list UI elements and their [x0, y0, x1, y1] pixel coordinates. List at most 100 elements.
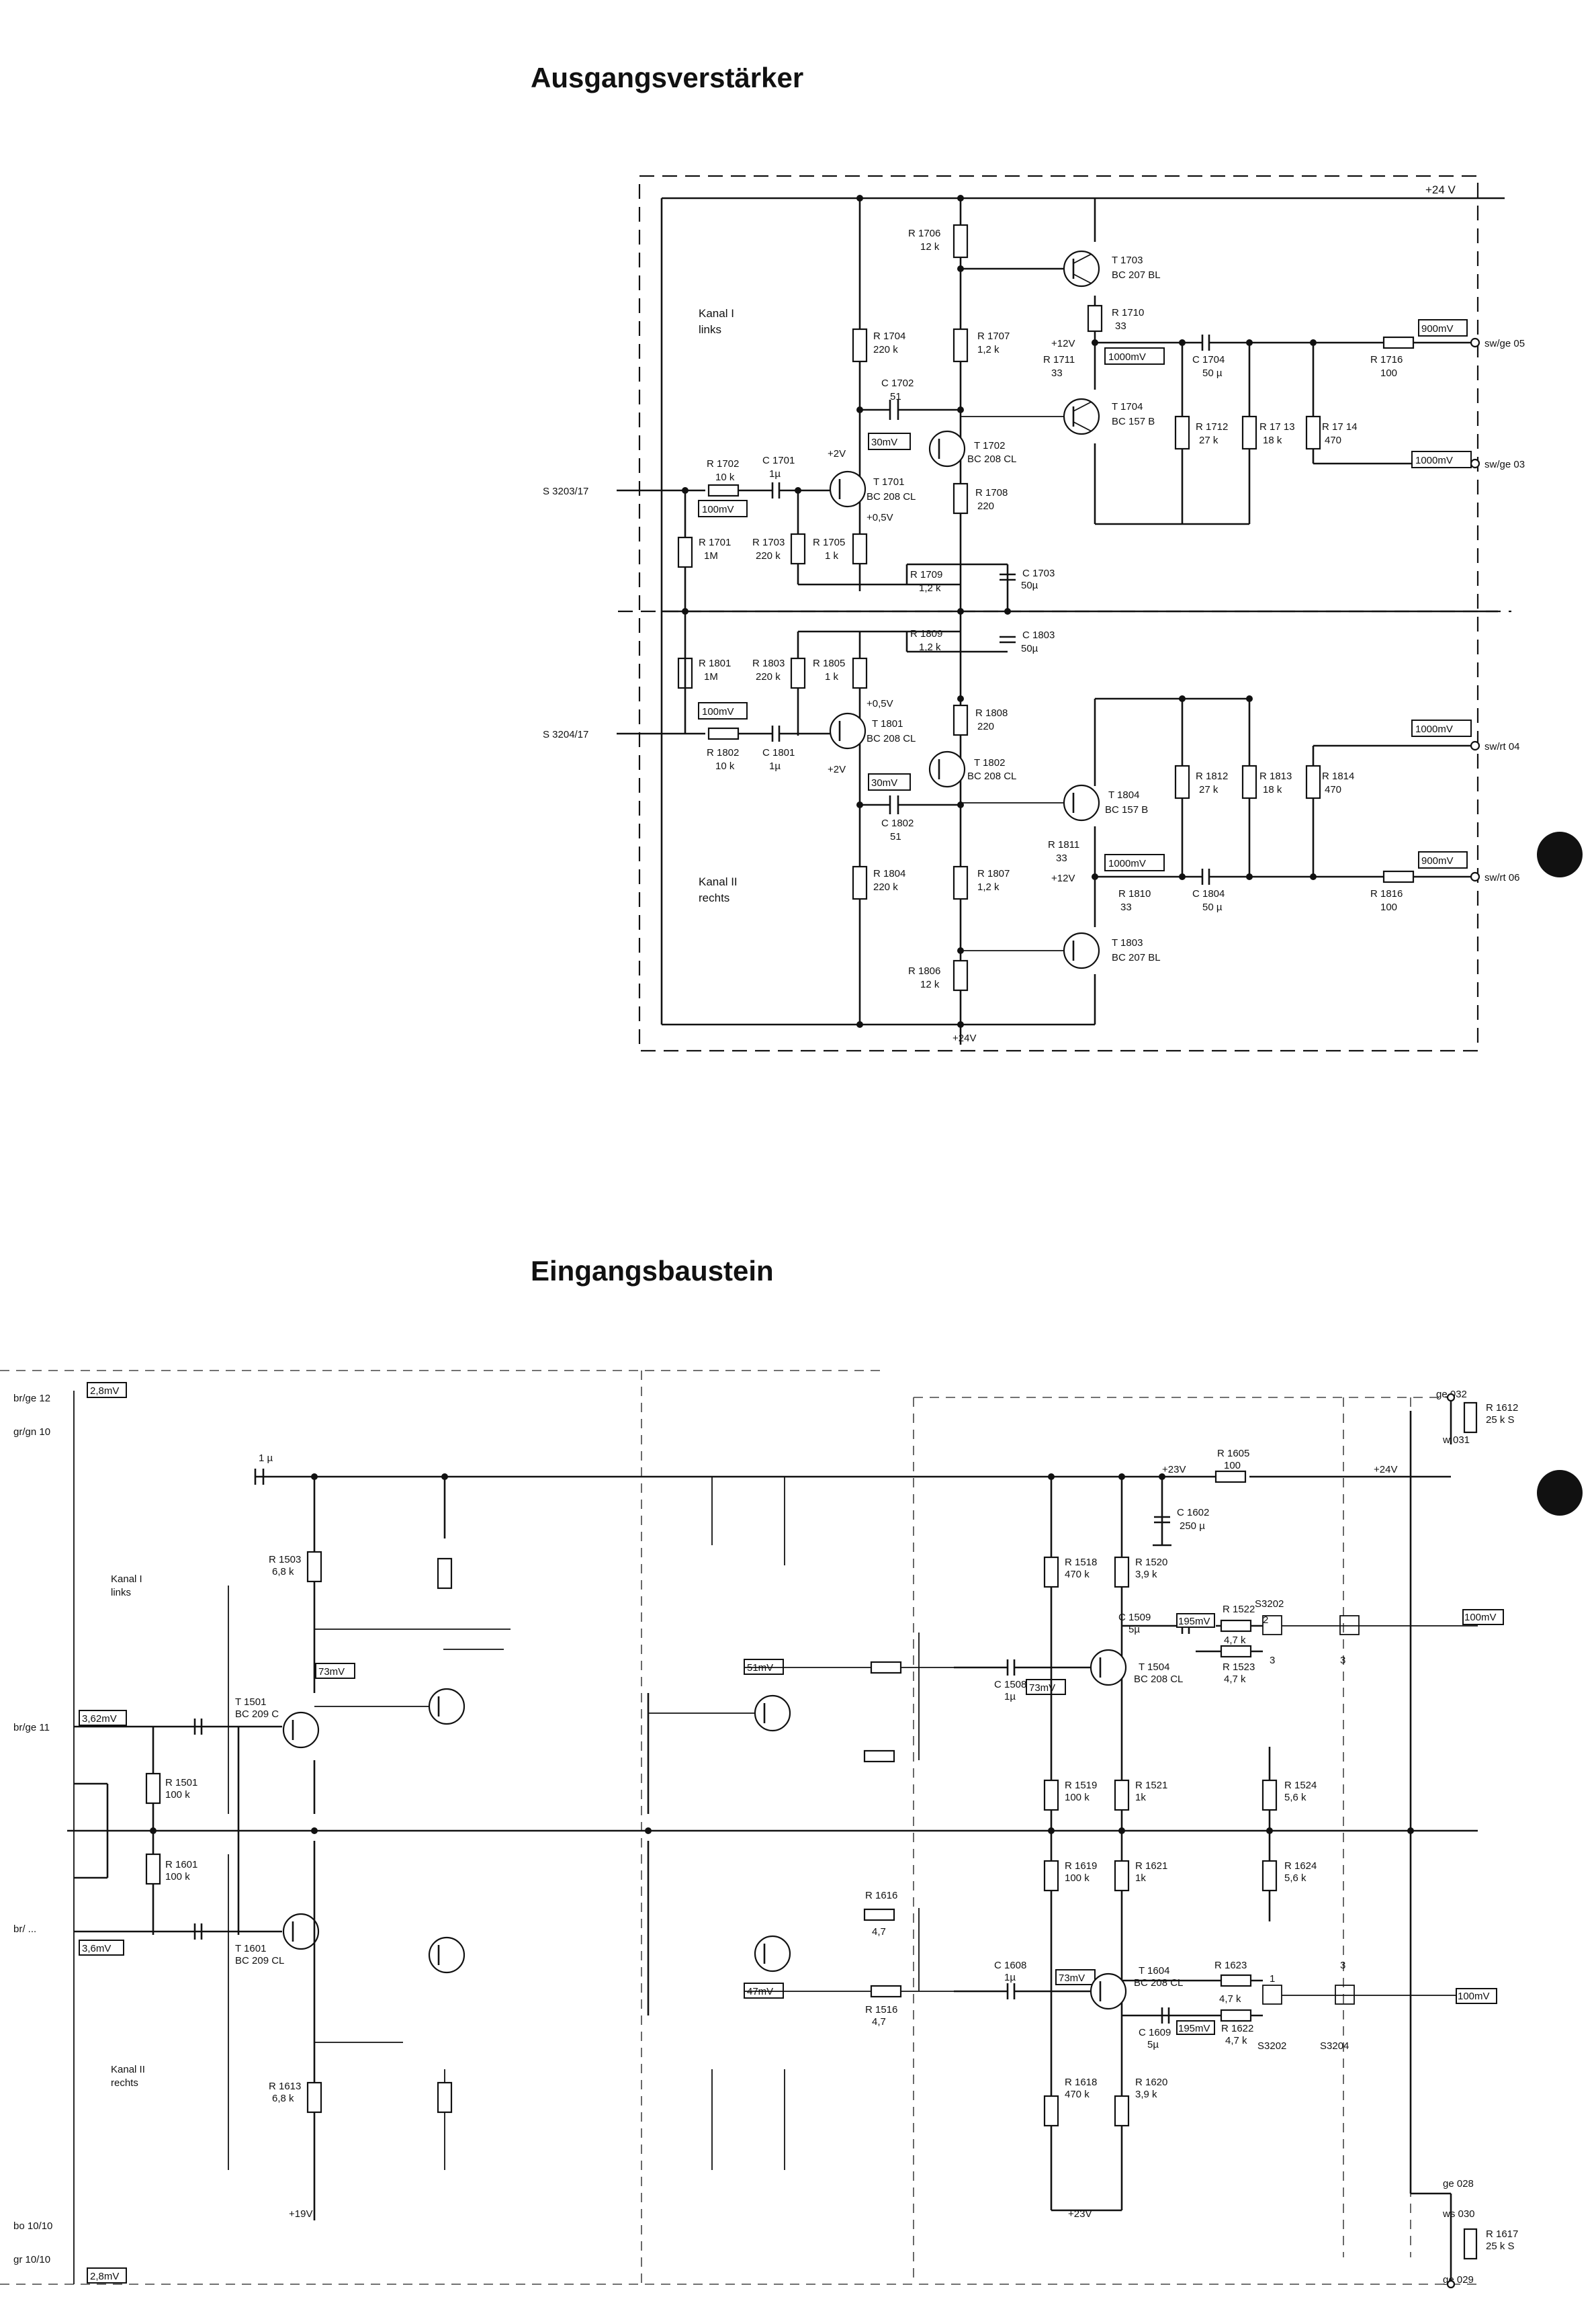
terminal-sw-rt-04[interactable] — [1470, 740, 1480, 751]
r1503-value: 6,8 k — [272, 1566, 294, 1577]
level-3-6mv: 3,6mV — [82, 1943, 111, 1954]
terminal-ge-032[interactable] — [1446, 1393, 1456, 1402]
t1803-type: BC 207 BL — [1112, 952, 1161, 963]
resistor-r1704 — [852, 328, 868, 363]
r1524-value: 5,6 k — [1284, 1792, 1306, 1803]
c1509-label: C 1509 — [1118, 1612, 1151, 1623]
r1601-label: R 1601 — [165, 1859, 197, 1870]
channel-2-side: rechts — [699, 892, 729, 904]
output-sw-ge-03: sw/ge 03 — [1484, 459, 1525, 470]
v-p2b: +2V — [828, 764, 846, 775]
c1704-value: 50 µ — [1202, 367, 1223, 379]
r1708-label: R 1708 — [975, 487, 1008, 498]
level-30mv: 30mV — [871, 437, 897, 448]
r1522-label: R 1522 — [1223, 1604, 1255, 1615]
level-100mv-in-b: 100mV — [1458, 1991, 1490, 2002]
r1701-value: 1M — [704, 550, 718, 562]
c1602-value: 250 µ — [1180, 1520, 1205, 1532]
c1802-value: 51 — [890, 831, 901, 842]
r1622-value: 4,7 k — [1225, 2035, 1247, 2046]
level-100mv-in: 100mV — [1464, 1612, 1497, 1623]
terminal-ge-029[interactable] — [1446, 2280, 1456, 2289]
r1616-label: R 1616 — [865, 1890, 897, 1901]
resistor-r1816 — [1382, 870, 1415, 883]
level-box-900mv — [1418, 319, 1468, 337]
r1621-label: R 1621 — [1135, 1860, 1167, 1872]
c1701-label: C 1701 — [762, 455, 795, 466]
t1501-type: BC 209 C — [235, 1708, 279, 1720]
level-1000mv-d: 1000mV — [1415, 724, 1453, 735]
r1813-value: 18 k — [1263, 784, 1282, 795]
level-box-1000mv-b — [1411, 451, 1472, 468]
r1516-value: 4,7 — [872, 2016, 886, 2028]
c1609-label: C 1609 — [1139, 2027, 1171, 2038]
transistor-t1603 — [754, 1935, 791, 1972]
terminal-sw-ge-05[interactable] — [1470, 337, 1480, 348]
r1812-value: 27 k — [1199, 784, 1218, 795]
r1612-value: 25 k S — [1486, 1414, 1515, 1426]
r1810-label: R 1810 — [1118, 888, 1151, 900]
r1714-label: R 17 14 — [1322, 421, 1358, 433]
r1703-value: 220 k — [756, 550, 781, 562]
resistor-r1814 — [1305, 765, 1321, 799]
r1716-label: R 1716 — [1370, 354, 1403, 365]
t1501-label: T 1501 — [235, 1696, 266, 1708]
transistor-t1502 — [428, 1688, 466, 1725]
resistor-r1623 — [1220, 1974, 1252, 1987]
resistor-r1716 — [1382, 336, 1415, 349]
term-br-4: br/ ... — [13, 1923, 36, 1935]
resistor-r1803 — [790, 657, 806, 689]
level-195mv-b: 195mV — [1178, 2023, 1210, 2034]
v-p05b: +0,5V — [867, 698, 893, 709]
r1516-label: R 1516 — [865, 2004, 897, 2015]
r1519-label: R 1519 — [1065, 1780, 1097, 1791]
rail-23v-b: +23V — [1068, 2208, 1092, 2220]
level-900mv-b: 900mV — [1421, 855, 1454, 867]
r1612-label: R 1612 — [1486, 1402, 1518, 1414]
terminal-sw-ge-03[interactable] — [1470, 458, 1480, 469]
r1814-value: 470 — [1325, 784, 1341, 795]
transistor-t1804 — [1063, 784, 1100, 822]
r1613-value: 6,8 k — [272, 2093, 294, 2104]
r1701-label: R 1701 — [699, 537, 731, 548]
r1704-label: R 1704 — [873, 331, 905, 342]
c1608-label: C 1608 — [994, 1960, 1026, 1971]
t1701-type: BC 208 CL — [867, 491, 916, 503]
resistor-r1620 — [1114, 2095, 1130, 2127]
c1804-value: 50 µ — [1202, 902, 1223, 913]
t1702-type: BC 208 CL — [967, 453, 1016, 465]
r1808-value: 220 — [977, 721, 994, 732]
resistor-r1616 — [863, 1908, 895, 1921]
c1804-label: C 1804 — [1192, 888, 1225, 900]
c1608-value: 1µ — [1004, 1972, 1016, 1983]
pot-r1617 — [1463, 2228, 1478, 2260]
level-73mv-c: 73mV — [1059, 1972, 1085, 1984]
level-box-100mv — [698, 500, 748, 517]
r1624-value: 5,6 k — [1284, 1872, 1306, 1884]
resistor-r1708 — [952, 482, 969, 515]
t1504-type: BC 208 CL — [1134, 1674, 1183, 1685]
resistor-r1705 — [852, 533, 868, 565]
t1701-label: T 1701 — [873, 476, 904, 488]
wire-ws-030: ws 030 — [1442, 2208, 1475, 2220]
resistor-r1806 — [952, 959, 969, 992]
r1814-label: R 1814 — [1322, 771, 1354, 782]
r1805-label: R 1805 — [813, 658, 845, 669]
terminal-sw-rt-06[interactable] — [1470, 871, 1480, 882]
term-gr-10: gr 10/10 — [13, 2254, 50, 2265]
term-gr-gn-10: gr/gn 10 — [13, 1426, 50, 1438]
r1710-value: 33 — [1115, 320, 1126, 332]
term-br-ge-12: br/ge 12 — [13, 1393, 50, 1404]
r1801-value: 1M — [704, 671, 718, 683]
resistor-r1521 — [1114, 1779, 1130, 1811]
r1716-value: 100 — [1380, 367, 1397, 379]
rail-23v: +23V — [1162, 1464, 1186, 1475]
r1619-value: 100 k — [1065, 1872, 1090, 1884]
resistor-r1519 — [1043, 1779, 1059, 1811]
r1620-value: 3,9 k — [1135, 2089, 1157, 2100]
r1619-label: R 1619 — [1065, 1860, 1097, 1872]
r1809-value: 1,2 k — [919, 642, 941, 653]
resistor-r1807 — [952, 865, 969, 900]
t1802-label: T 1802 — [974, 757, 1005, 769]
r1803-value: 220 k — [756, 671, 781, 683]
